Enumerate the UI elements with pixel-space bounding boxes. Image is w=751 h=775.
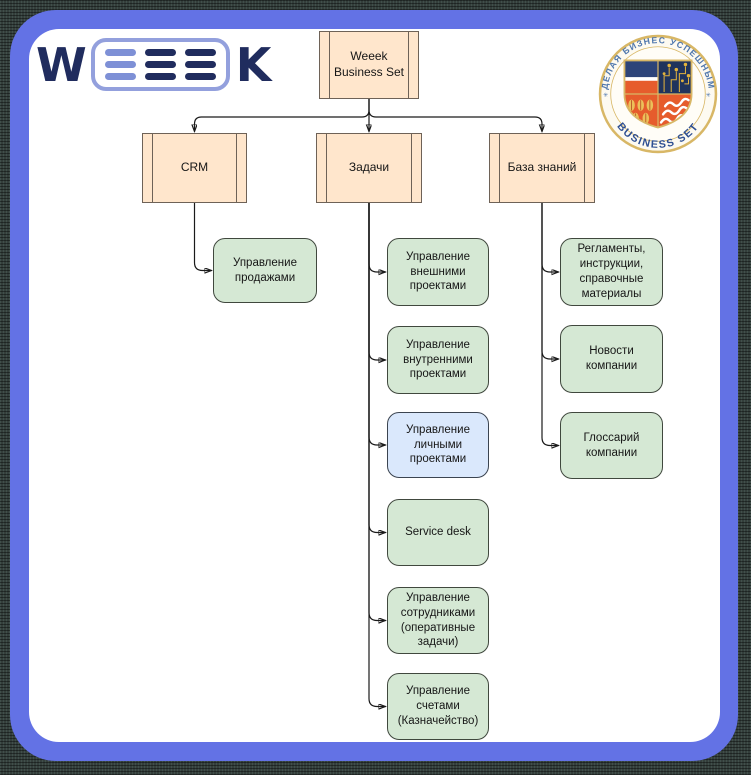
diagram-node-k3: Глоссарий компании (560, 412, 663, 479)
diagram-node-root: Weeek Business Set (319, 31, 419, 99)
badge-star-right-icon: ✳ (706, 92, 711, 99)
logo-e-dark-2 (184, 49, 216, 80)
badge-star-left-icon: ✳ (603, 92, 608, 99)
diagram-node-tasks: Задачи (316, 133, 422, 203)
diagram-node-k1: Регламенты, инструкции, справочные матер… (560, 238, 663, 306)
diagram-node-sales: Управление продажами (213, 238, 317, 303)
diagram-node-kb: База знаний (489, 133, 595, 203)
logo-letter-k: K (235, 37, 272, 92)
circuit-dots-icon (662, 62, 691, 83)
badge-shield (624, 60, 692, 128)
diagram-node-t5: Управление сотрудниками (оперативные зад… (387, 587, 489, 654)
business-set-badge: ДЕЛАЯ БИЗНЕС УСПЕШНЫМ BUSINESS SET ✳ ✳ (598, 34, 718, 154)
diagram-node-t1: Управление внешними проектами (387, 238, 489, 306)
diagram-node-t6: Управление счетами (Казначейство) (387, 673, 489, 740)
logo-e-box (90, 38, 230, 91)
diagram-node-t2: Управление внутренними проектами (387, 326, 489, 394)
weeek-logo: W K (36, 37, 272, 92)
circuit-icon (663, 66, 690, 92)
diagram-node-k2: Новости компании (560, 325, 663, 393)
diagram-node-t3: Управление личными проектами (387, 412, 489, 478)
logo-e-dark-1 (144, 49, 176, 80)
logo-letter-w: W (36, 37, 87, 92)
diagram-node-t4: Service desk (387, 499, 489, 566)
diagram-node-crm: CRM (142, 133, 247, 203)
logo-e-accent (104, 49, 136, 80)
